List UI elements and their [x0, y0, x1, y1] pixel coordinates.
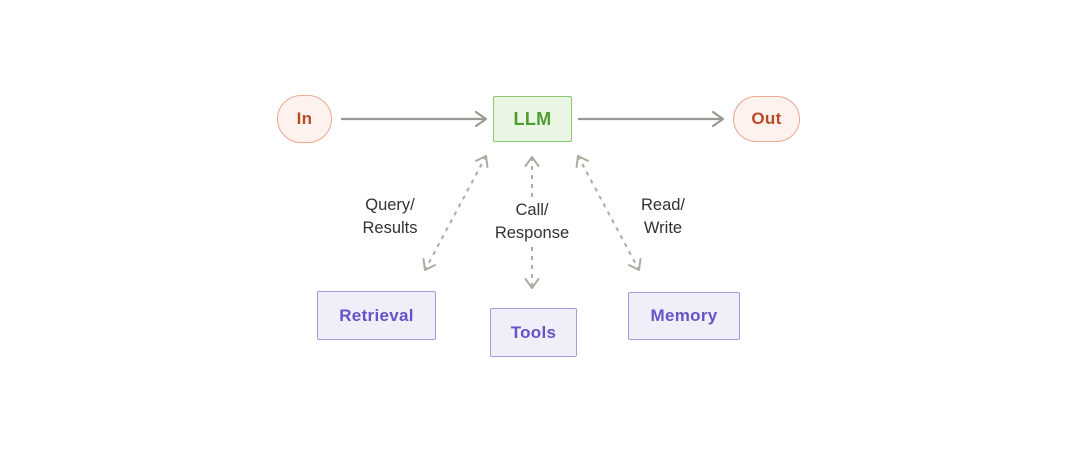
retrieval-node-label: Retrieval — [339, 305, 414, 325]
tools-node: Tools — [490, 308, 577, 357]
edge-label-line: Read/ — [640, 196, 686, 214]
edge-label-line: Query/ — [365, 196, 415, 214]
arrow-llm-retrieval — [422, 155, 489, 271]
edge-label-query-results: Query/ Results — [330, 194, 450, 240]
llm-node-label: LLM — [513, 108, 552, 129]
output-node-label: Out — [751, 109, 782, 128]
edge-label-call-response: Call/ Response — [471, 199, 593, 245]
retrieval-node: Retrieval — [317, 291, 436, 340]
edge-label-line: Write — [643, 219, 683, 237]
input-node: In — [277, 95, 332, 143]
llm-node: LLM — [493, 96, 572, 142]
output-node: Out — [733, 96, 800, 142]
memory-node-label: Memory — [650, 306, 718, 325]
edge-label-line: Call/ — [515, 201, 549, 219]
edge-label-read-write: Read/ Write — [622, 194, 704, 240]
input-node-label: In — [296, 109, 313, 128]
edge-label-line: Response — [494, 224, 570, 242]
tools-node-label: Tools — [510, 322, 557, 342]
edge-label-line: Results — [362, 219, 418, 237]
arrow-llm-memory — [575, 155, 642, 271]
memory-node: Memory — [628, 292, 740, 340]
